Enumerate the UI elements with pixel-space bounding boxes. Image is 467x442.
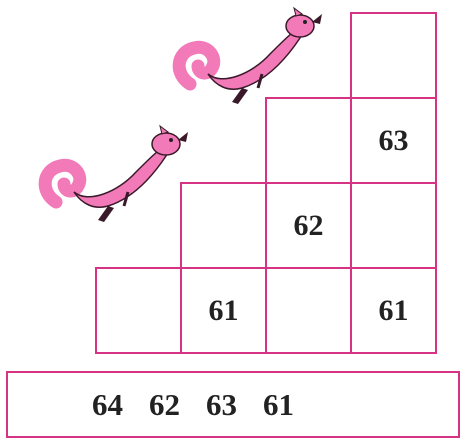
option-number[interactable]: 61 (263, 387, 294, 423)
cell-r3-c3[interactable]: 62 (265, 182, 352, 269)
cell-r3-c4[interactable] (350, 182, 437, 269)
number-options-box: 64 62 63 61 (6, 371, 460, 438)
cell-r4-c1[interactable] (95, 267, 182, 354)
cell-r2-c3[interactable] (265, 97, 352, 184)
cell-r3-c2[interactable] (180, 182, 267, 269)
option-number[interactable]: 62 (149, 387, 180, 423)
cell-r4-c3[interactable] (265, 267, 352, 354)
option-number[interactable]: 63 (206, 387, 237, 423)
option-number[interactable]: 64 (92, 387, 123, 423)
cell-r4-c2[interactable]: 61 (180, 267, 267, 354)
squirrel-lower-icon (38, 122, 198, 232)
cell-r4-c4[interactable]: 61 (350, 267, 437, 354)
cell-r2-c4[interactable]: 63 (350, 97, 437, 184)
cell-r1-c4[interactable] (350, 12, 437, 99)
